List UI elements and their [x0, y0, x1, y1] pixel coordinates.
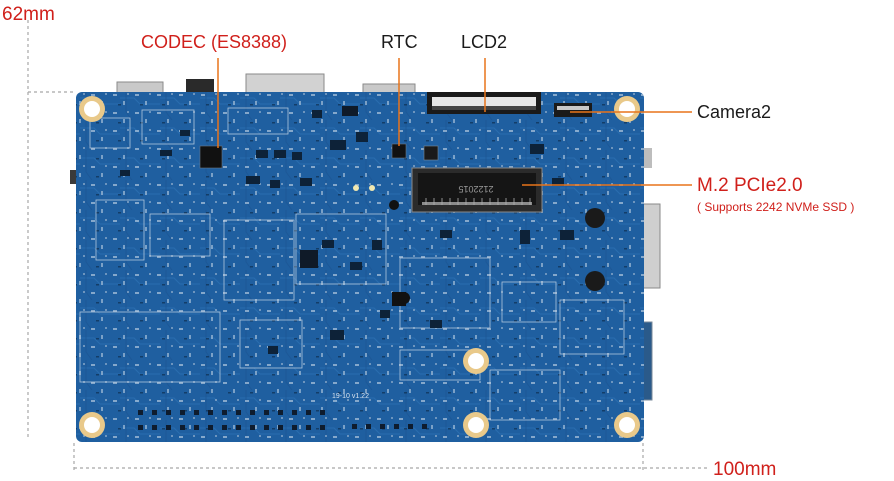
small-components [120, 110, 574, 354]
width-dimension-label: 100mm [713, 459, 777, 480]
mount-hole [614, 412, 640, 438]
mount-hole [614, 96, 640, 122]
mount-hole [463, 348, 489, 374]
m2-slot: 2122015 [411, 167, 543, 213]
round-component [389, 200, 399, 210]
lcd2-callout-label: LCD2 [461, 32, 508, 52]
component-area-left [79, 107, 625, 421]
height-dimension-label: 62mm [2, 4, 55, 25]
side-button [642, 148, 652, 168]
m2-callout-title: M.2 PCIe2.0 [697, 175, 803, 196]
mount-hole [463, 412, 489, 438]
codec-callout-label: CODEC (ES8388) [141, 32, 288, 52]
m2-slot-marking: 2122015 [458, 184, 493, 194]
led [353, 185, 359, 191]
push-button [585, 208, 605, 228]
m2-callout-subtitle: ( Supports 2242 NVMe SSD ) [697, 200, 855, 214]
push-button [585, 271, 605, 291]
camera2-callout-label: Camera2 [697, 102, 772, 122]
gpio-header [138, 410, 325, 430]
mount-hole [79, 96, 105, 122]
left-side-button [70, 170, 78, 184]
board-version-marking: 19-10 v1.22 [332, 393, 369, 400]
led [369, 185, 375, 191]
mount-hole [79, 412, 105, 438]
rtc-callout-label: RTC [381, 32, 418, 52]
bottom-test-pads [352, 424, 427, 429]
round-component [398, 292, 410, 304]
